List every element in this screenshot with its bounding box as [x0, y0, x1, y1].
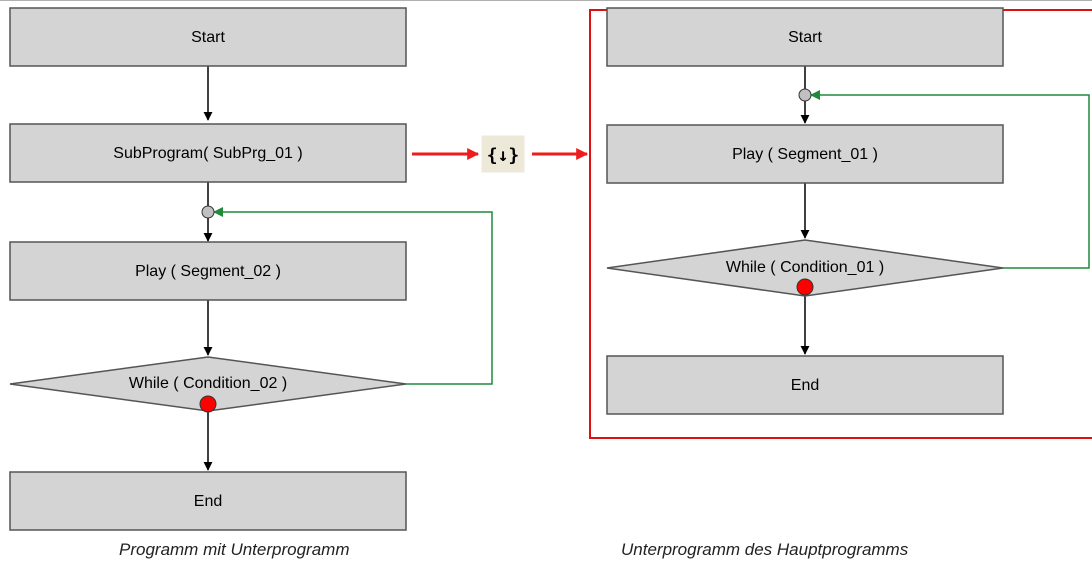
right-program: Start Play ( Segment_01 ) While ( Condit…	[589, 7, 1092, 439]
subprogram-link: {↓}	[412, 135, 589, 173]
loop-entry-point[interactable]	[201, 205, 215, 219]
subprogram-node-label: SubProgram( SubPrg_01 )	[113, 145, 302, 162]
condition-point[interactable]	[199, 395, 217, 413]
while-node-label: While ( Condition_02 )	[129, 375, 287, 392]
subprogram-icon[interactable]: {↓}	[481, 135, 525, 173]
subprogram-icon-glyph: {↓}	[487, 145, 520, 166]
start-node-label: Start	[788, 29, 822, 46]
play-node-label: Play ( Segment_02 )	[135, 263, 281, 280]
start-node[interactable]: Start	[9, 7, 407, 67]
loop-entry-point[interactable]	[798, 88, 812, 102]
play-node-label: Play ( Segment_01 )	[732, 146, 878, 163]
subprogram-node[interactable]: SubProgram( SubPrg_01 )	[9, 123, 407, 183]
start-node-label: Start	[191, 29, 225, 46]
left-caption: Programm mit Unterprogramm	[119, 540, 350, 559]
condition-point[interactable]	[796, 278, 814, 296]
end-node[interactable]: End	[9, 471, 407, 531]
loop-back-connector	[810, 90, 1090, 269]
while-node-label: While ( Condition_01 )	[726, 259, 884, 276]
end-node-label: End	[194, 493, 222, 510]
start-node[interactable]: Start	[606, 7, 1004, 67]
play-node[interactable]: Play ( Segment_02 )	[9, 241, 407, 301]
while-node[interactable]: While ( Condition_01 )	[606, 239, 1004, 297]
while-node[interactable]: While ( Condition_02 )	[9, 356, 407, 412]
loop-back-connector	[213, 207, 493, 385]
play-node[interactable]: Play ( Segment_01 )	[606, 124, 1004, 184]
right-caption: Unterprogramm des Hauptprogramms	[621, 540, 909, 559]
left-program: Start SubProgram( SubPrg_01 ) Play ( Seg…	[9, 7, 493, 531]
end-node-label: End	[791, 377, 819, 394]
end-node[interactable]: End	[606, 355, 1004, 415]
